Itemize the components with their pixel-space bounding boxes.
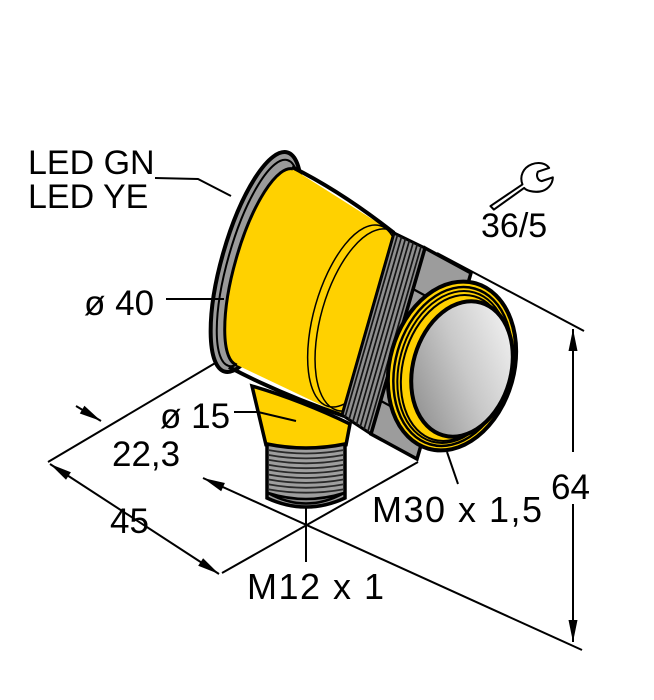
label-led-gn: LED GN <box>28 144 155 182</box>
dim-45-line <box>49 463 220 575</box>
arrowhead-223-right <box>203 478 225 492</box>
connector-thread-lines <box>267 449 345 494</box>
extension-line-64-top <box>436 252 585 332</box>
labels: LED GN LED YE ø 40 ø 15 22,3 45 M12 x 1 … <box>28 144 590 607</box>
arrowhead-64-bottom <box>568 620 578 642</box>
arrowhead-64-top <box>568 329 578 351</box>
housing-top-silhouette <box>291 165 396 235</box>
m30-barrel <box>385 279 519 453</box>
led-leader-line <box>154 177 232 197</box>
label-dim-45: 45 <box>110 502 149 541</box>
housing-side <box>237 169 394 415</box>
label-dim-64: 64 <box>551 468 590 507</box>
label-dia-15: ø 15 <box>160 397 230 436</box>
sensor-drawing <box>208 150 519 509</box>
dia15-leader-line <box>234 411 297 422</box>
arrowhead-45-right <box>198 558 219 574</box>
label-wrench-size: 36/5 <box>481 207 547 245</box>
housing-bottom-silhouette <box>228 365 345 418</box>
m12-connector <box>249 383 352 509</box>
dimension-lines <box>47 177 585 651</box>
arrowhead-223-left <box>79 405 101 421</box>
extension-line-64-bottom <box>202 477 583 651</box>
arrowhead-45-left <box>50 464 71 480</box>
label-thread-m12: M12 x 1 <box>247 566 386 607</box>
label-led-ye: LED YE <box>28 178 148 216</box>
label-dim-223: 22,3 <box>112 435 180 474</box>
label-thread-m30: M30 x 1,5 <box>372 489 544 530</box>
connector-end-cap <box>267 491 345 505</box>
wrench-icon <box>489 162 554 211</box>
yellow-housing <box>223 165 412 418</box>
m30-leader-line <box>446 451 459 485</box>
extension-line-rear <box>47 361 218 463</box>
label-dia-40: ø 40 <box>84 284 154 323</box>
sensor-lens <box>409 299 515 439</box>
extension-line-front-bottom <box>221 461 419 574</box>
